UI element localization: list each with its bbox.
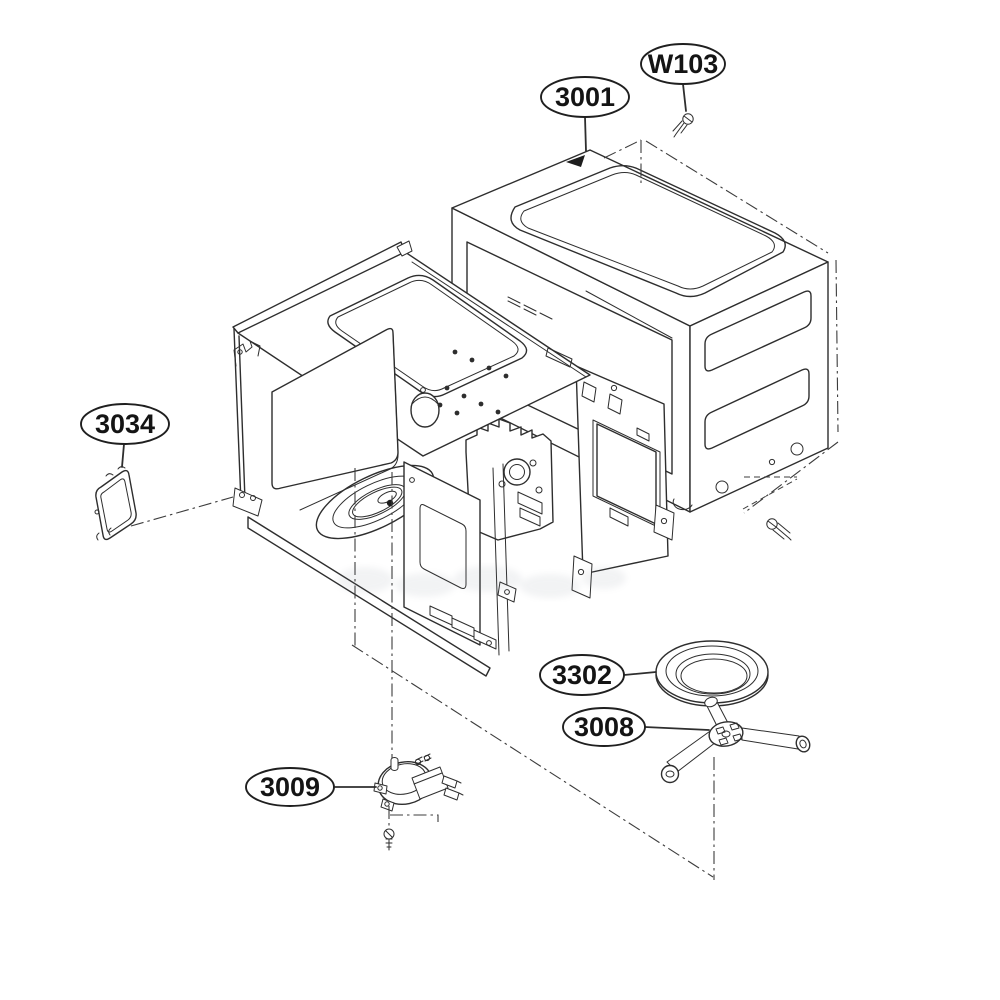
roller-guide xyxy=(660,696,811,880)
center-alignment-lines xyxy=(351,468,714,878)
cavity-top-inset xyxy=(327,274,528,398)
motor-screw xyxy=(383,828,395,851)
turntable-motor xyxy=(373,753,464,851)
screw-w103 xyxy=(672,113,694,138)
case-alignment-lines xyxy=(603,139,839,514)
back-panel-tab xyxy=(607,393,623,415)
cavity-assembly xyxy=(232,240,591,677)
back-panel-slot xyxy=(609,507,629,527)
back-panel-slot xyxy=(636,427,650,442)
back-panel-tab xyxy=(581,381,597,403)
mount-screw-right xyxy=(766,518,792,541)
glass-tray xyxy=(655,640,769,707)
callout-bubble[interactable] xyxy=(539,654,625,696)
case-right-panel xyxy=(672,261,829,513)
front-frame xyxy=(232,240,413,517)
callout-label: 3302 xyxy=(552,660,612,690)
frame-lower-wing xyxy=(403,461,497,650)
base-flange xyxy=(247,516,491,677)
callout-3034[interactable]: 3034 xyxy=(80,403,170,468)
callout-bubble[interactable] xyxy=(540,76,630,118)
cover-plate xyxy=(94,466,234,541)
callout-label: 3008 xyxy=(574,712,634,742)
callout-bubble[interactable] xyxy=(562,707,646,747)
case-corner-mark xyxy=(566,155,585,167)
callout-3001[interactable]: 3001 xyxy=(540,76,630,152)
callout-label: W103 xyxy=(648,49,719,79)
callout-bubble[interactable] xyxy=(640,43,726,85)
callout-label: 3034 xyxy=(95,409,155,439)
callout-w103[interactable]: W103 xyxy=(640,43,726,112)
callout-bubble[interactable] xyxy=(80,403,170,445)
callout-label: 3001 xyxy=(555,82,615,112)
callout-3009[interactable]: 3009 xyxy=(245,767,377,807)
callout-leader xyxy=(644,726,710,731)
case-top-inset xyxy=(510,165,786,298)
cavity-right-flange xyxy=(411,261,587,416)
callout-leader xyxy=(623,671,657,676)
back-panel-foot xyxy=(653,504,675,541)
watermark xyxy=(337,566,626,598)
callout-3302[interactable]: 3302 xyxy=(539,654,657,696)
callout-leader xyxy=(682,83,687,112)
cover-plate-alignment-line xyxy=(130,496,234,527)
waveguide-dome xyxy=(410,387,440,428)
back-panel xyxy=(571,365,675,599)
callout-3008[interactable]: 3008 xyxy=(562,707,710,747)
door-opening xyxy=(271,327,399,490)
callout-leader xyxy=(121,443,125,468)
case-inner-vent-slots xyxy=(507,296,553,320)
callout-bubble[interactable] xyxy=(245,767,335,807)
callout-leader xyxy=(584,116,587,152)
callout-label: 3009 xyxy=(260,772,320,802)
